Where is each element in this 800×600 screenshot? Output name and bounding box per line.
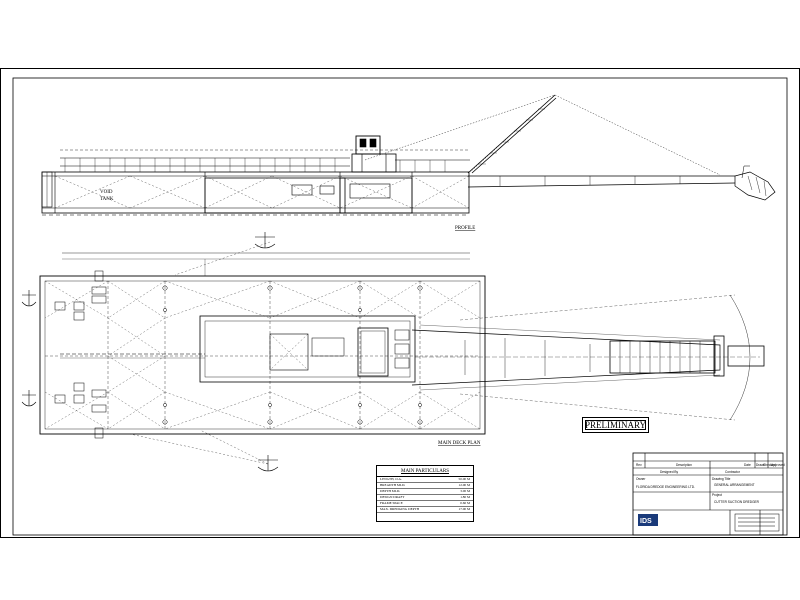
preliminary-stamp-text: PRELIMINARY	[584, 420, 646, 430]
particulars-row: BREADTH MLD. 12.00 M	[377, 483, 473, 489]
company-logo: IDS	[638, 514, 658, 526]
particulars-row-value: 3.00 M	[460, 489, 470, 493]
inner-border	[12, 77, 788, 536]
tb-owner-label: Owner	[636, 477, 646, 481]
particulars-row: MAX. DREDGING DEPTH 17.00 M	[377, 507, 473, 513]
main-particulars-rows: LENGTH, O.A. 50.00 M BREADTH MLD. 12.00 M DE…	[377, 477, 473, 513]
deck-plan-label: MAIN DECK PLAN	[438, 441, 481, 446]
title-block-text: Rev Description Date Drawn Checked Appro…	[636, 463, 785, 504]
tb-drawing-value: GENERAL ARRANGEMENT	[714, 483, 755, 487]
svg-text:TANK: TANK	[100, 197, 114, 202]
profile-view: VOID TANK	[41, 94, 776, 216]
main-particulars-title: MAIN PARTICULARS	[377, 466, 473, 477]
particulars-row-value: 0.60 M	[460, 501, 470, 505]
tb-rev-header-5: Approved	[771, 463, 785, 467]
profile-label: PROFILE	[455, 226, 475, 231]
particulars-row: FRAME SPACE 0.60 M	[377, 501, 473, 507]
tb-rev-header-0: Rev	[636, 463, 642, 467]
tb-contractor: Contractor	[725, 470, 741, 474]
particulars-row-value: 17.00 M	[458, 507, 471, 511]
tb-project-label: Project	[712, 493, 722, 497]
deck-plan-view	[21, 232, 765, 472]
title-block	[632, 452, 784, 536]
particulars-row: DEPTH MLD. 3.00 M	[377, 489, 473, 495]
main-particulars-table: MAIN PARTICULARS LENGTH, O.A. 50.00 M BREA…	[376, 465, 474, 522]
particulars-row-label: DESIGN DRAFT	[380, 495, 405, 499]
particulars-row-label: BREADTH MLD.	[380, 483, 406, 487]
tb-company: FLORIDA DREDGE ENGINEERING LTD.	[636, 485, 695, 489]
particulars-row-label: LENGTH, O.A.	[380, 477, 402, 481]
tb-rev-header-1: Description	[676, 463, 692, 467]
svg-text:VOID: VOID	[100, 190, 113, 195]
tb-designed-by: Designed By	[660, 470, 678, 474]
preliminary-stamp: PRELIMINARY	[582, 417, 649, 433]
tb-project-value: CUTTER SUCTION DREDGER	[714, 500, 760, 504]
particulars-row-label: MAX. DREDGING DEPTH	[380, 507, 420, 511]
particulars-row: LENGTH, O.A. 50.00 M	[377, 477, 473, 483]
tb-rev-header-2: Date	[744, 463, 751, 467]
company-logo-text: IDS	[640, 518, 652, 525]
tb-rev-header-4: Checked	[763, 463, 776, 467]
particulars-row-value: 50.00 M	[458, 477, 471, 481]
preliminary-stamp-inner-border	[585, 420, 646, 430]
particulars-row-value: 1.80 M	[460, 495, 470, 499]
particulars-row-label: FRAME SPACE	[380, 501, 403, 505]
tb-rev-header-3: Drawn	[756, 463, 765, 467]
particulars-row-value: 12.00 M	[458, 483, 471, 487]
particulars-row-label: DEPTH MLD.	[380, 489, 401, 493]
tb-drawing-title-label: Drawing Title	[712, 477, 731, 481]
particulars-row: DESIGN DRAFT 1.80 M	[377, 495, 473, 501]
